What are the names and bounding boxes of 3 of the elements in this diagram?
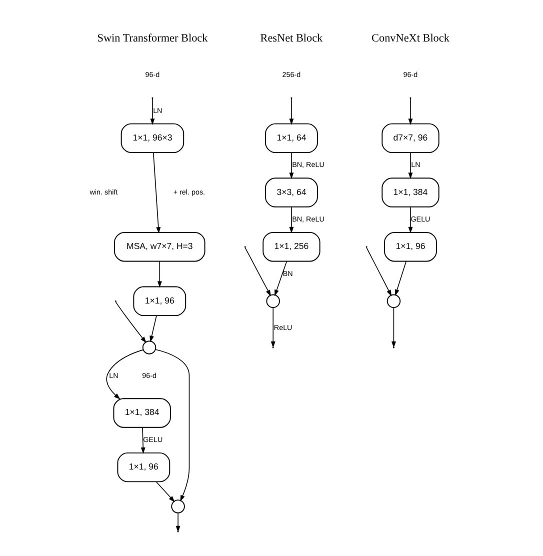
label: ConvNeXt Block — [372, 32, 450, 45]
label: Swin Transformer Block — [97, 32, 208, 45]
label: ResNet Block — [260, 32, 323, 45]
